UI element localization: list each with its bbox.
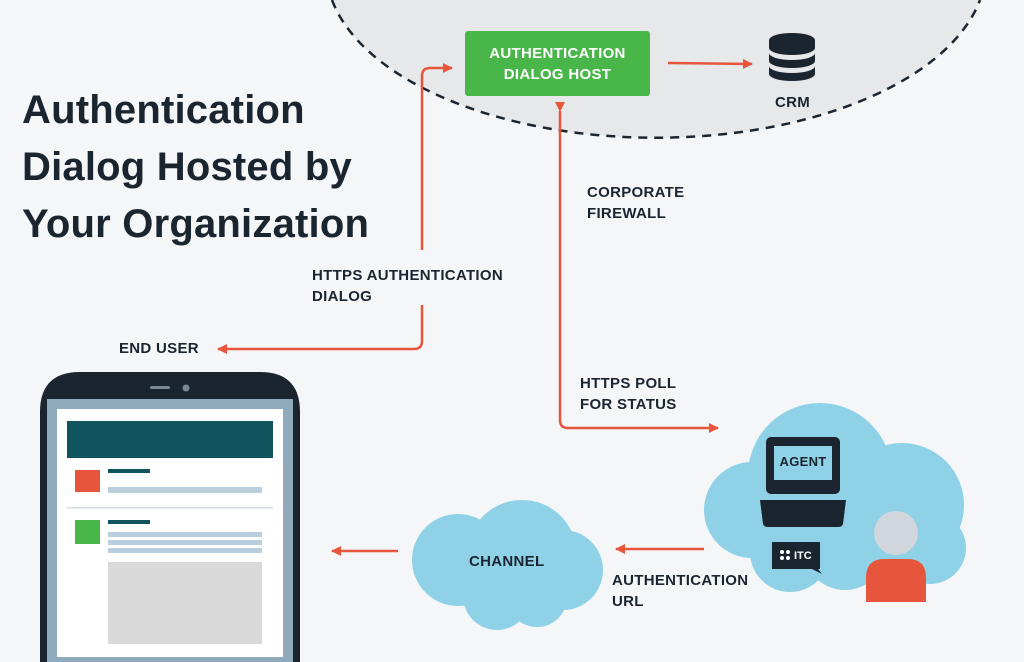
authentication-url-label: AUTHENTICATION URL: [612, 572, 749, 610]
corporate-firewall-label: CORPORATE FIREWALL: [587, 184, 685, 222]
itc-logo: [772, 542, 822, 574]
diagram-title: Authentication Dialog Hosted by Your Org…: [22, 88, 370, 246]
authentication-dialog-host-box: AUTHENTICATION DIALOG HOST: [465, 31, 650, 96]
phone-divider: [67, 507, 273, 509]
https-poll-label: HTTPS POLL FOR STATUS: [580, 375, 677, 413]
host-label: AUTHENTICATION DIALOG HOST: [489, 44, 626, 83]
itc-logo-text: ITC: [794, 550, 812, 562]
arrow-to-end-user: [217, 305, 424, 354]
phone-app-header: [67, 421, 273, 458]
channel-cloud: [412, 500, 603, 630]
phone-list-item-1: [75, 469, 262, 493]
agent-cloud: [704, 403, 966, 592]
end-user-label: END USER: [119, 340, 199, 357]
database-icon: [769, 33, 815, 81]
arrow-host-to-crm: [667, 58, 753, 69]
arrow-poll-host-agent: [555, 102, 719, 433]
arrow-https-dialog-to-host: [420, 63, 453, 250]
phone-list-item-2: [75, 520, 262, 553]
channel-label: CHANNEL: [469, 553, 545, 570]
https-authentication-dialog-label: HTTPS AUTHENTICATION DIALOG: [312, 267, 503, 305]
agent-label: AGENT: [779, 454, 827, 469]
laptop-icon: [760, 437, 846, 527]
phone-content-placeholder: [108, 562, 262, 644]
crm-label: CRM: [775, 94, 811, 111]
person-icon: [866, 511, 926, 602]
